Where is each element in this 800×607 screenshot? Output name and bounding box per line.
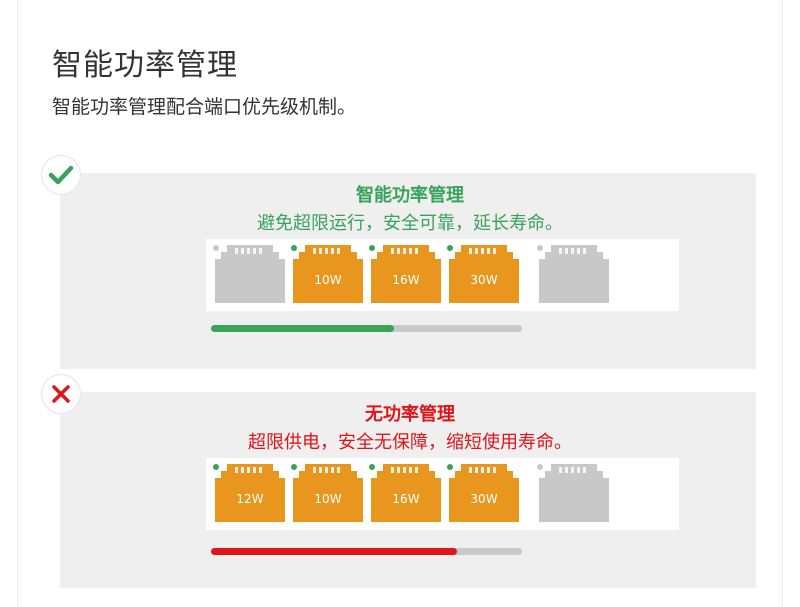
ethernet-port-icon [539,464,609,522]
port-wattage: 16W [392,273,420,287]
power-usage-fill [211,325,395,332]
panel-title: 无功率管理 [365,404,455,425]
ethernet-port-2: 10W [291,464,363,522]
ethernet-port-2: 10W [291,245,363,303]
link-led [369,245,375,251]
port-wattage: 10W [314,492,342,506]
ethernet-port-icon [215,464,285,522]
port-wattage: 30W [470,273,498,287]
power-usage-bar [211,325,522,332]
power-usage-bar [211,548,522,555]
ethernet-port-icon [539,245,609,303]
link-led [447,464,453,470]
panel-with-power-management: 智能功率管理 避免超限运行，安全可靠，延长寿命。 10W 16W 30W [42,156,756,369]
right-divider [782,0,783,607]
page-title: 智能功率管理 [52,48,238,83]
port-wattage: 12W [236,492,264,506]
link-led [537,245,543,251]
ethernet-port-1 [213,245,285,303]
panel-subtitle: 超限供电，安全无保障，缩短使用寿命。 [248,432,572,453]
page-description: 智能功率管理配合端口优先级机制。 [52,96,357,118]
panel-title: 智能功率管理 [356,185,464,206]
port-strip: 10W 16W 30W [206,239,679,311]
link-led [447,245,453,251]
ethernet-port-icon [371,245,441,303]
ethernet-port-5 [537,245,609,303]
cross-icon [42,375,80,413]
ethernet-port-5 [537,464,609,522]
panel-subtitle: 避免超限运行，安全可靠，延长寿命。 [257,213,563,234]
ethernet-port-icon [371,464,441,522]
port-strip: 12W 10W 16W 30W [206,458,679,530]
link-led [213,464,219,470]
link-led [369,464,375,470]
ethernet-port-icon [215,245,285,303]
check-icon [42,156,80,194]
port-wattage: 30W [470,492,498,506]
link-led [291,245,297,251]
ethernet-port-icon [449,245,519,303]
ethernet-port-3: 16W [369,245,441,303]
ethernet-port-icon [449,464,519,522]
ethernet-port-4: 30W [447,464,519,522]
power-usage-fill [211,548,457,555]
ethernet-port-icon [293,464,363,522]
panel-without-power-management: 无功率管理 超限供电，安全无保障，缩短使用寿命。 12W 10W 16W 30W [42,375,756,588]
ethernet-port-icon [293,245,363,303]
ethernet-port-3: 16W [369,464,441,522]
link-led [213,245,219,251]
ethernet-port-4: 30W [447,245,519,303]
port-wattage: 16W [392,492,420,506]
link-led [291,464,297,470]
ethernet-port-1: 12W [213,464,285,522]
link-led [537,464,543,470]
left-divider [17,0,18,607]
port-wattage: 10W [314,273,342,287]
